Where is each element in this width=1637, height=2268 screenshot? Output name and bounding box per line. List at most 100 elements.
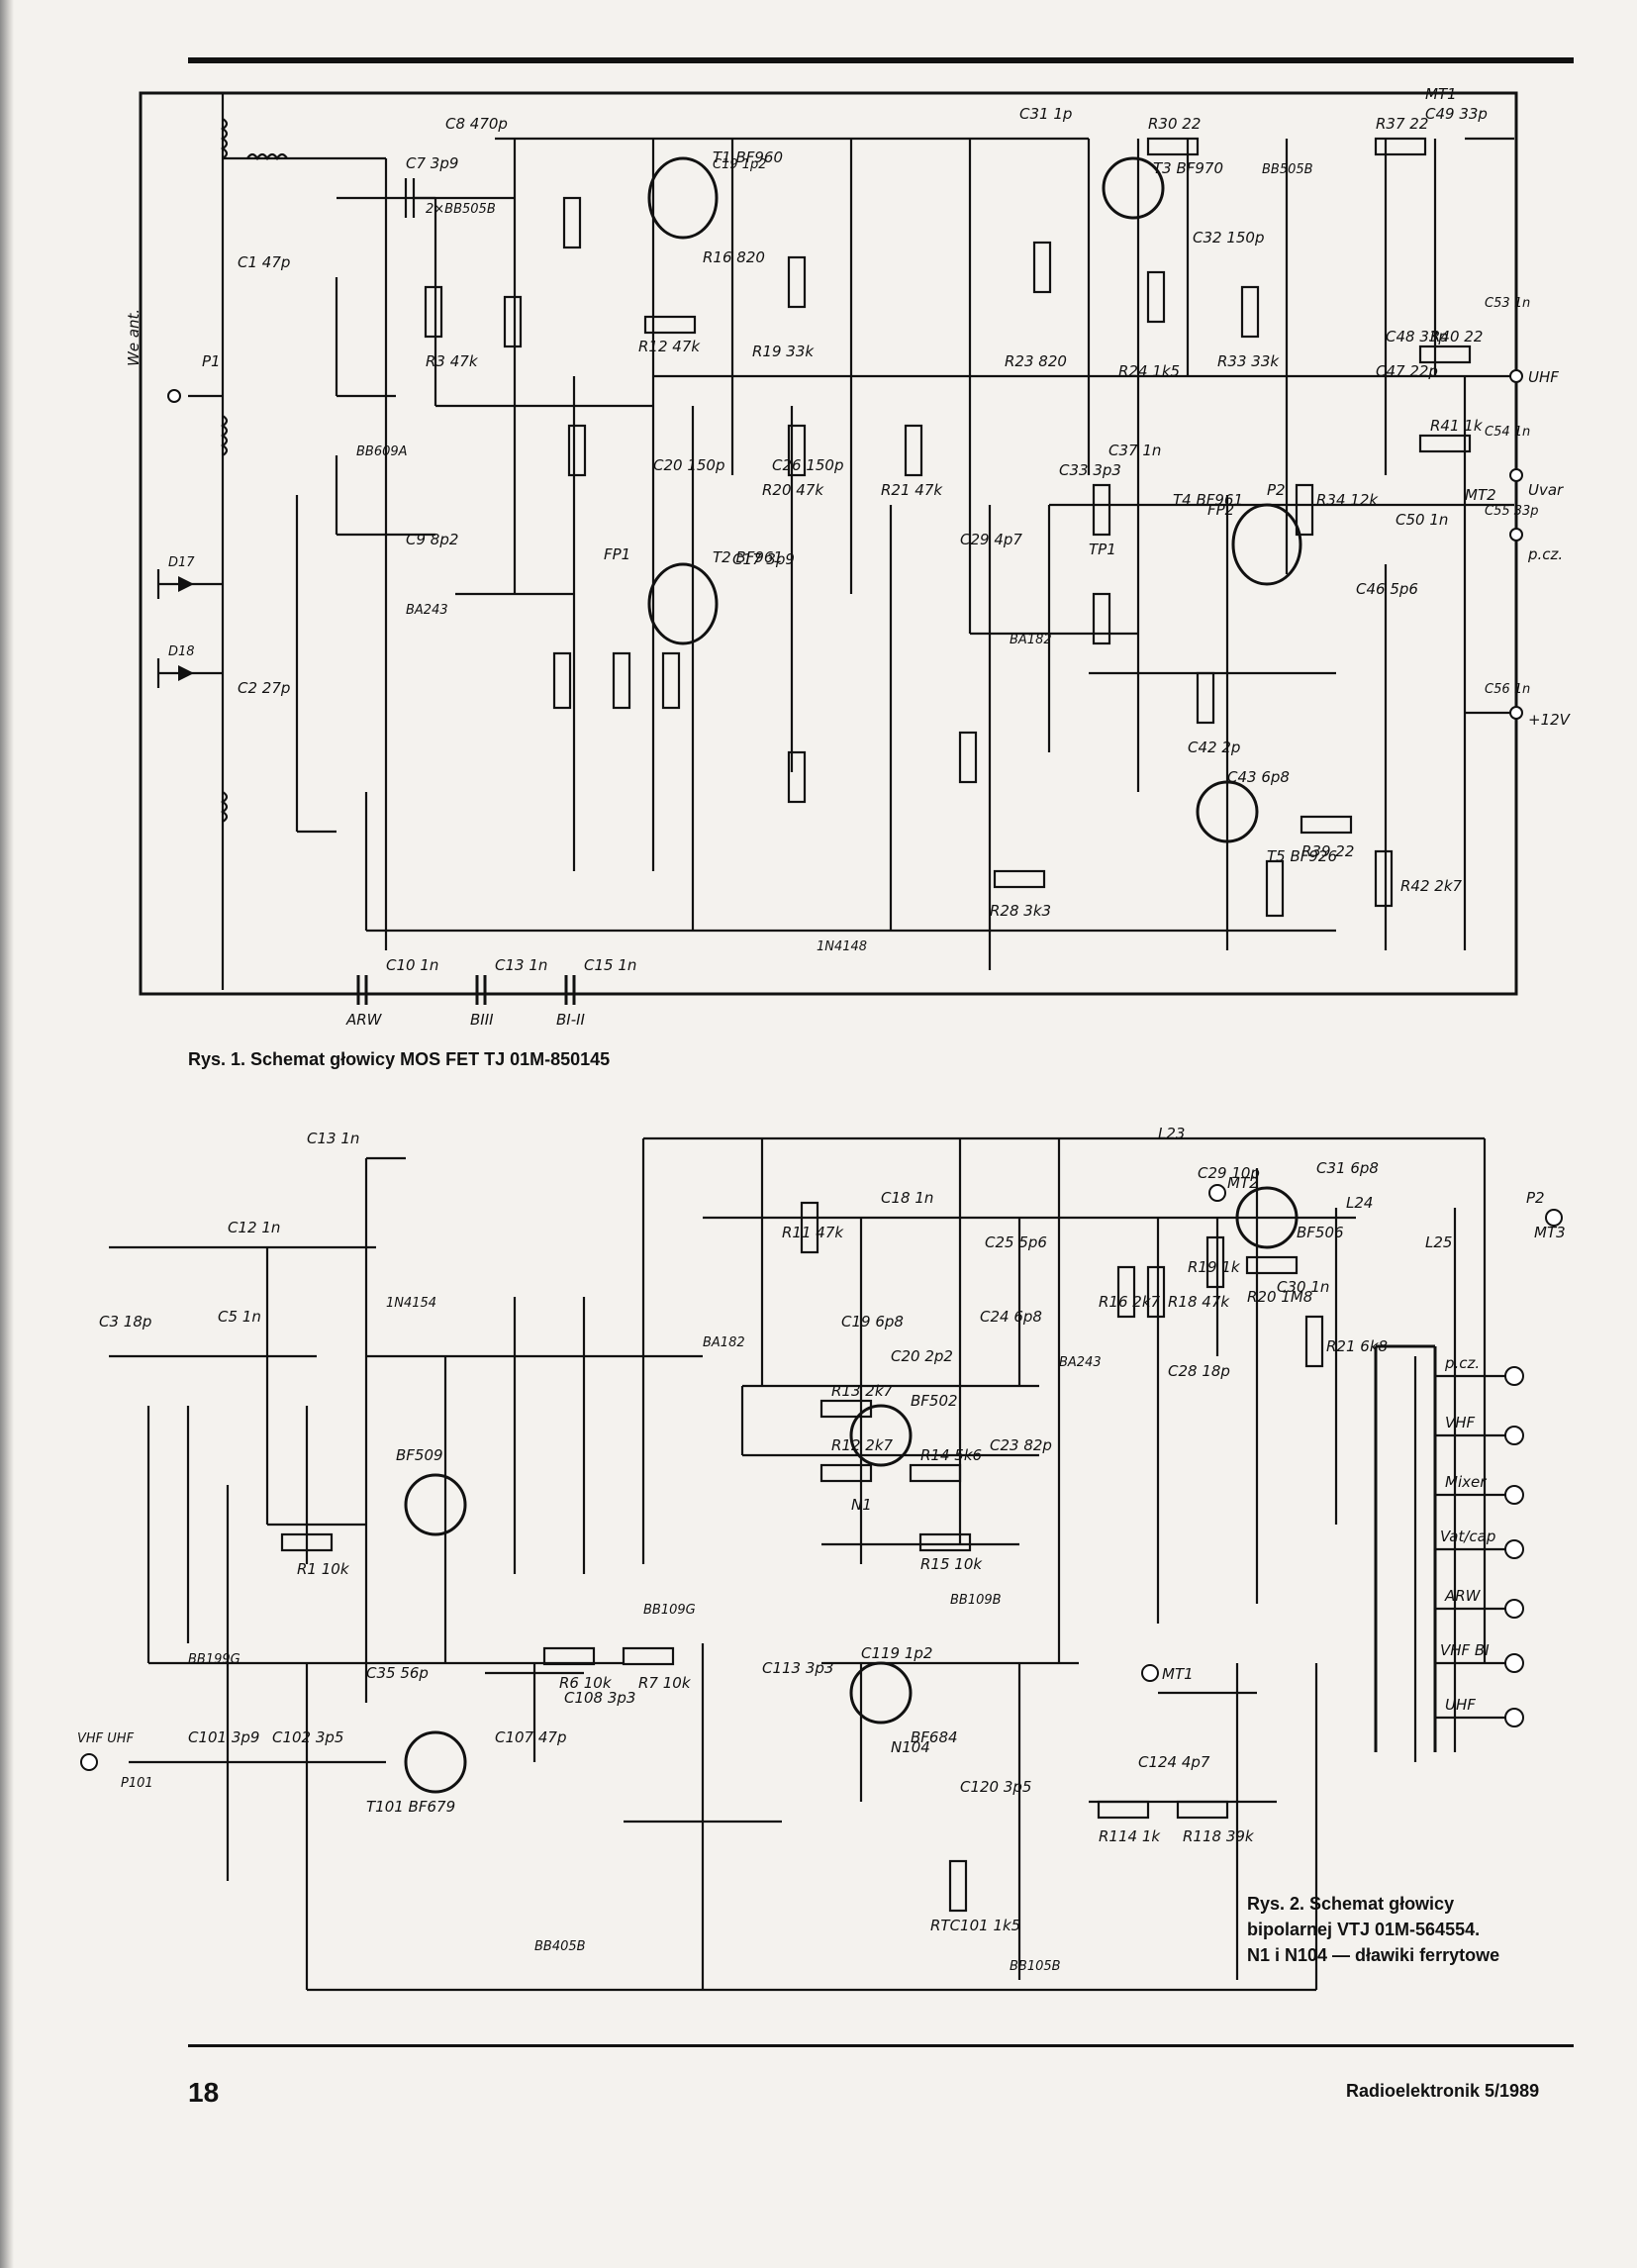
component-label: 1N4148 (817, 939, 867, 954)
resistor-R39 (1300, 815, 1353, 835)
component-label: N1 (851, 1496, 872, 1514)
component-label: C56 1n (1485, 682, 1530, 697)
component-label: BF506 (1297, 1224, 1344, 1241)
component-label: C25 5p6 (985, 1233, 1047, 1251)
port-pcz-label: p.cz. (1527, 545, 1563, 563)
port-uhf (1509, 369, 1523, 383)
component-label: R18 47k (1168, 1293, 1230, 1311)
resistor-R11 (552, 651, 572, 710)
scan-edge (0, 0, 14, 2268)
component-label: C107 47p (495, 1728, 566, 1746)
figure2-caption-line2: bipolarnej VTJ 01M-564554. (1247, 1920, 1481, 1939)
resistor-R9 (562, 196, 582, 249)
component-label: C23 82p (990, 1436, 1052, 1454)
component-label: BF684 (911, 1728, 958, 1746)
component-label: R21 47k (881, 481, 943, 499)
component-label: C10 1n (386, 956, 438, 974)
resistor-R16 (1116, 1265, 1136, 1319)
resistor-R12 (643, 315, 697, 335)
component-label: BA182 (703, 1335, 745, 1350)
component-label: C26 150p (772, 456, 843, 474)
resistor-R1 (280, 1532, 334, 1552)
port-uhf-label: UHF (1528, 368, 1559, 386)
component-label: MT1 (1162, 1665, 1194, 1683)
component-label: R1 10k (297, 1560, 350, 1578)
component-label: p.cz. (1444, 1354, 1480, 1372)
transistor-T101 (404, 1730, 467, 1794)
port-bi-ii-label: BI-II (556, 1011, 586, 1029)
top-rule (188, 57, 1574, 63)
resistor-R26 (1092, 592, 1111, 645)
component-label: C29 10p (1198, 1164, 1260, 1182)
component-label: C55 33p (1485, 504, 1539, 519)
component-label: R12 47k (638, 338, 701, 355)
resistor-R7 (622, 1646, 675, 1666)
resistor-R28 (993, 869, 1046, 889)
component-label: FP2 (1207, 501, 1234, 519)
resistor-R18 (1146, 1265, 1166, 1319)
component-label: C18 1n (881, 1189, 933, 1207)
component-label: R118 39k (1183, 1827, 1255, 1845)
component-label: C19 6p8 (841, 1313, 904, 1331)
component-label: BA243 (406, 603, 448, 618)
resistor-R114 (1097, 1800, 1150, 1820)
component-label: C31 6p8 (1316, 1159, 1379, 1177)
component-label: L24 (1346, 1194, 1373, 1212)
component-label: VHF UHF (77, 1731, 135, 1746)
port-antenna (167, 389, 181, 403)
component-label: R16 2k7 (1099, 1293, 1161, 1311)
page-number: 18 (188, 2077, 220, 2108)
transistor-T5 (1196, 780, 1259, 843)
component-label: R28 3k3 (990, 902, 1051, 920)
component-label: L25 (1425, 1233, 1452, 1251)
component-label: C48 33p (1386, 328, 1448, 345)
resistor-R17 (612, 651, 631, 710)
component-label: C53 1n (1485, 296, 1530, 311)
port-12v-label: +12V (1528, 711, 1572, 729)
port-vhf-bi (1504, 1653, 1524, 1673)
figure1-caption: Rys. 1. Schemat głowicy MOS FET TJ 01M-8… (188, 1049, 611, 1069)
port-uhf (1504, 1708, 1524, 1727)
component-label: R42 2k7 (1400, 877, 1463, 895)
component-label: R24 1k5 (1118, 362, 1180, 380)
component-label: C20 150p (653, 456, 724, 474)
component-label: P101 (121, 1776, 153, 1791)
port-arw-label: ARW (345, 1011, 383, 1029)
component-label: RTC101 1k5 (930, 1917, 1020, 1934)
component-label: BF502 (911, 1392, 958, 1410)
component-label: R41 1k (1430, 417, 1484, 435)
component-label: MT3 (1534, 1224, 1566, 1241)
resistor-R40 (1418, 345, 1472, 364)
port-arw (1504, 1599, 1524, 1619)
component-label: C12 1n (228, 1219, 280, 1236)
component-label: C20 2p2 (891, 1347, 953, 1365)
port-mixer (1504, 1485, 1524, 1505)
component-label: R3 47k (426, 352, 479, 370)
port-vhf-uhf (80, 1753, 98, 1771)
component-label: P2 (1267, 481, 1286, 499)
port-uvar (1509, 468, 1523, 482)
resistor-R33 (1240, 285, 1260, 339)
resistor-R18 (787, 750, 807, 804)
component-label: R11 47k (782, 1224, 844, 1241)
port-vatcap (1504, 1539, 1524, 1559)
component-label: BB609A (356, 444, 408, 459)
T5-label: T5 BF926 (1267, 847, 1337, 865)
component-label: BB405B (534, 1939, 586, 1954)
component-label: C124 4p7 (1138, 1753, 1210, 1771)
component-label: C7 3p9 (406, 154, 458, 172)
component-label: R15 10k (920, 1555, 983, 1573)
resistor-RTC101 (948, 1859, 968, 1913)
port-pcz (1509, 528, 1523, 542)
component-label: R37 22 (1376, 115, 1428, 133)
component-label: R20 1M8 (1247, 1288, 1312, 1306)
component-label: R21 6k8 (1326, 1337, 1388, 1355)
component-label: C46 5p6 (1356, 580, 1418, 598)
resistor-R12 (819, 1463, 873, 1483)
resistor-R19 (787, 255, 807, 309)
component-label: C5 1n (218, 1308, 261, 1326)
component-label: R12 2k7 (831, 1436, 894, 1454)
component-label: C31 1p (1019, 105, 1072, 123)
T3-label: T3 BF970 (1153, 159, 1223, 177)
resistor-R37 (1374, 137, 1427, 156)
